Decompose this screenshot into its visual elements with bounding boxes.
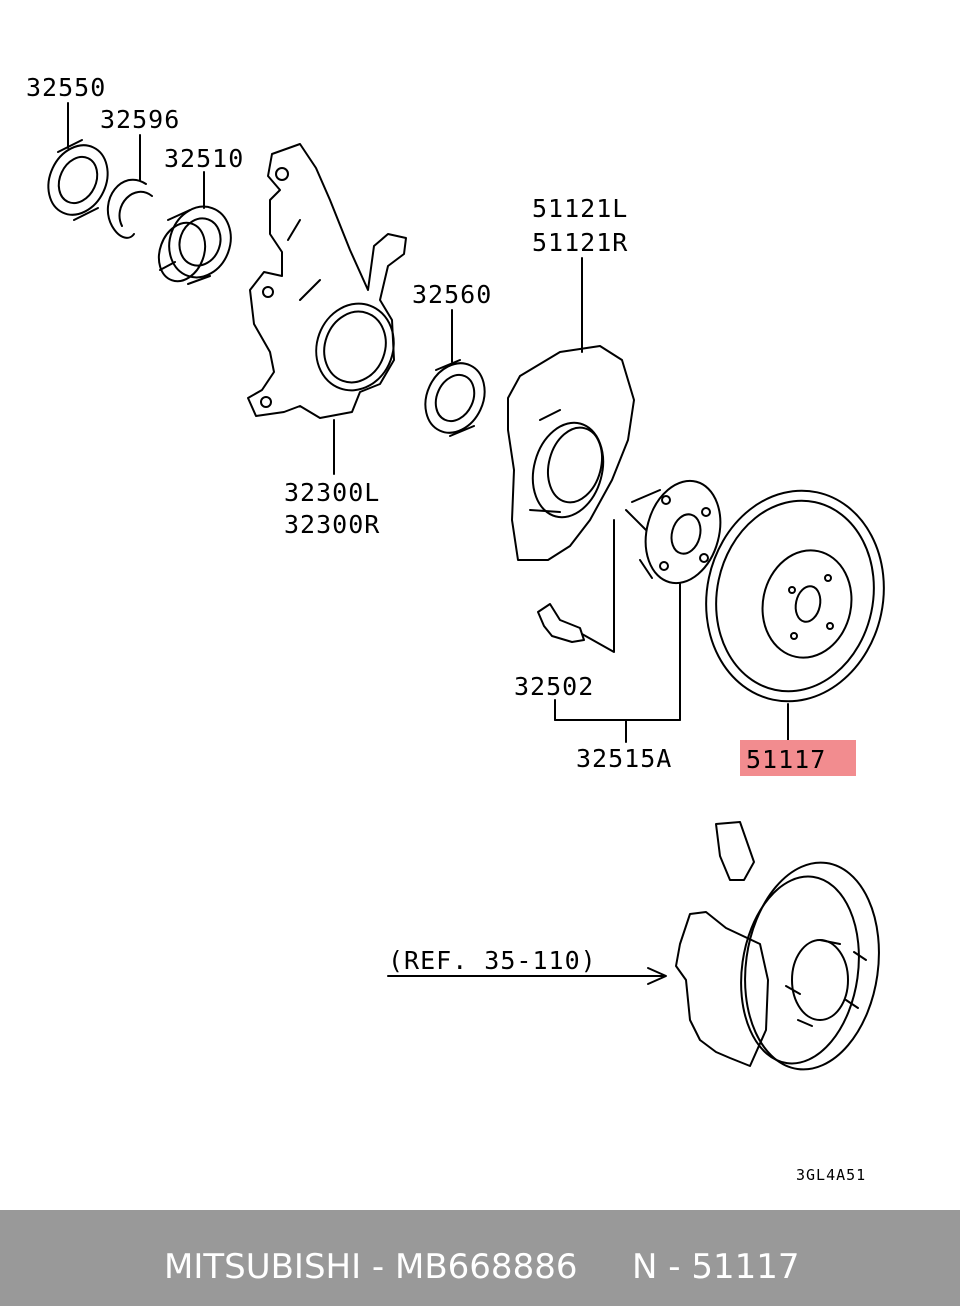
- part-label-32550: 32550: [26, 73, 107, 102]
- oil-seal-32550-drawing: [47, 102, 109, 221]
- drawing-code: 3GL4A51: [796, 1166, 867, 1184]
- exploded-drawing: [47, 102, 885, 1071]
- oil-seal-32560-drawing: [424, 309, 486, 437]
- part-label-51117-highlighted: 51117: [746, 745, 827, 774]
- steering-knuckle-drawing: [247, 143, 407, 475]
- part-label-32560: 32560: [412, 280, 493, 309]
- part-label-51121L: 51121L: [532, 194, 629, 223]
- part-label-32596: 32596: [100, 105, 181, 134]
- brand-part-number: MITSUBISHI - MB668886: [164, 1247, 578, 1287]
- part-label-32510: 32510: [164, 144, 245, 173]
- part-label-32502: 32502: [514, 672, 595, 701]
- part-label-32515A: 32515A: [576, 744, 673, 773]
- catalog-reference: N - 51117: [632, 1247, 800, 1287]
- hub-bolt-32502-drawing: [537, 519, 681, 743]
- reference-label: (REF. 35-110): [388, 946, 597, 975]
- hub-32515A-drawing: [625, 479, 722, 721]
- bearing-32510-drawing: [157, 171, 232, 285]
- dust-cover-51121-drawing: [507, 257, 635, 561]
- highlighted-part-box: [740, 740, 856, 776]
- part-label-32300L: 32300L: [284, 478, 381, 507]
- brake-disc-51117-drawing: [705, 489, 885, 741]
- parts-diagram: 32550 32596 32510 51121L 51121R 32560 32…: [26, 73, 885, 1184]
- assembled-view-drawing: [387, 821, 880, 1071]
- part-label-32300R: 32300R: [284, 510, 381, 539]
- part-info-footer: MITSUBISHI - MB668886 N - 51117: [0, 1210, 960, 1306]
- part-label-51121R: 51121R: [532, 228, 629, 257]
- snap-ring-32596-drawing: [106, 134, 153, 239]
